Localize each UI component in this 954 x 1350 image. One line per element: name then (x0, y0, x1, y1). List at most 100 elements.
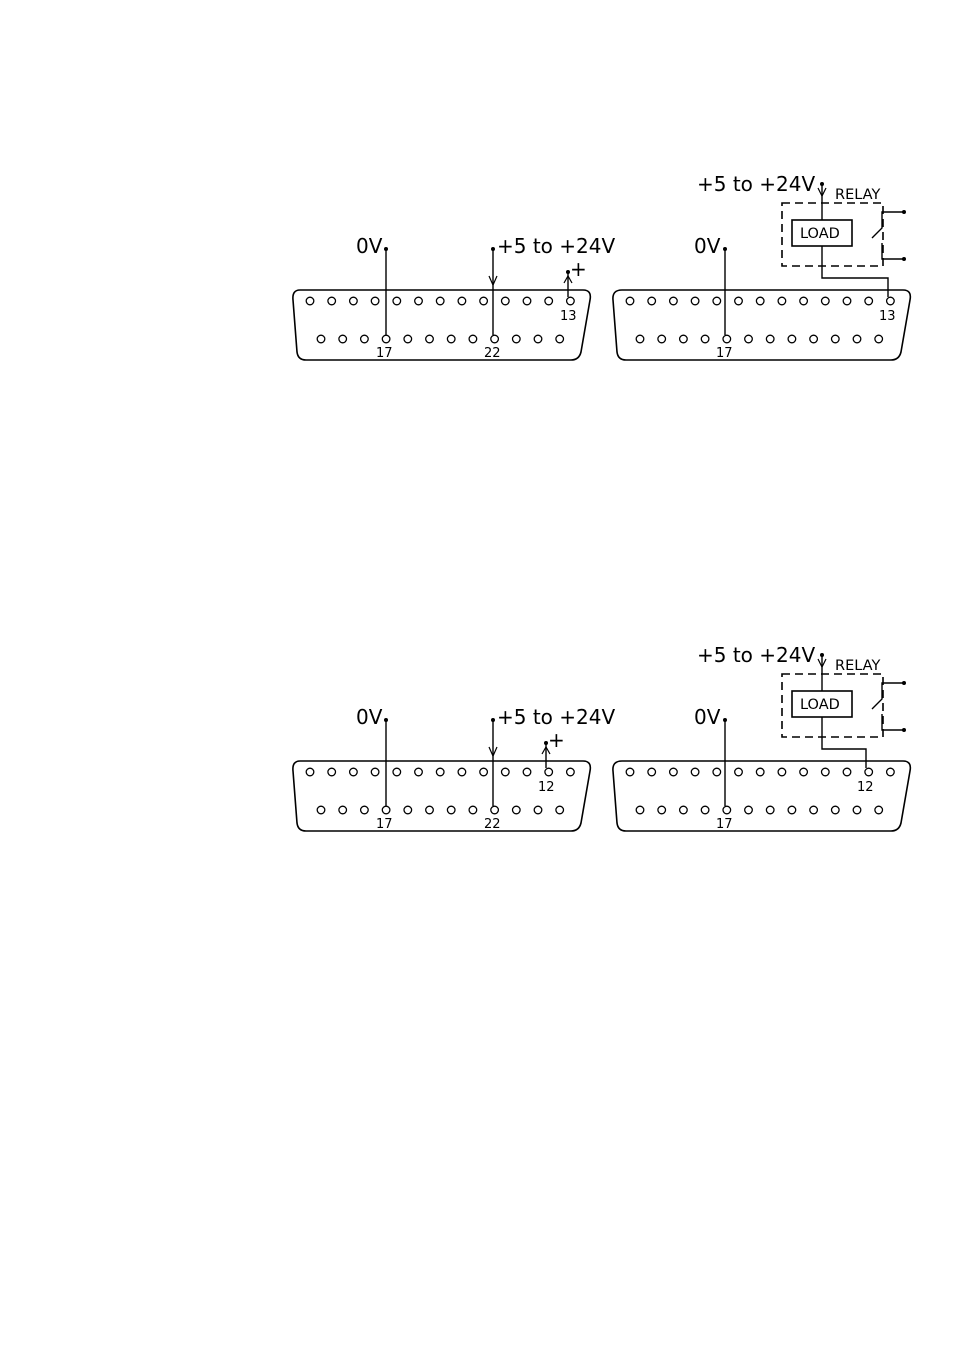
connector-pin (788, 806, 796, 814)
connector-pin (382, 335, 390, 343)
connector-pin (713, 768, 721, 776)
connector-pin (480, 768, 488, 776)
pin-row-top (626, 297, 894, 305)
connector-pin (317, 806, 325, 814)
connector-pin (636, 335, 644, 343)
connector-pin (658, 335, 666, 343)
connector-pin (626, 297, 634, 305)
connector-pin (865, 768, 873, 776)
connector-pin (691, 297, 699, 305)
connector-pin (723, 335, 731, 343)
connector-pin (853, 335, 861, 343)
connector-pin (382, 806, 390, 814)
connector-pin (648, 768, 656, 776)
connector-pin (745, 806, 753, 814)
zero-v-label: 0V (356, 234, 383, 258)
supply-label: +5 to +24V (697, 172, 815, 196)
connector-pin (670, 297, 678, 305)
connector-pin (534, 806, 542, 814)
connector-left-2: 0V +5 to +24V + 12 17 22 (293, 705, 616, 832)
diagram-2: 0V +5 to +24V + 12 17 22 0V +5 to +24V R… (293, 643, 910, 832)
connector-pin (371, 297, 379, 305)
connector-pin (766, 335, 774, 343)
connector-pin (766, 806, 774, 814)
connector-pin (371, 768, 379, 776)
connector-pin (745, 335, 753, 343)
relay-label: RELAY (835, 187, 880, 203)
connector-pin (328, 297, 336, 305)
connector-pin (713, 297, 721, 305)
connector-pin (513, 335, 521, 343)
pin-label-supply: 22 (484, 817, 501, 832)
connector-pin (339, 335, 347, 343)
connector-pin (701, 335, 709, 343)
plus-label: + (570, 257, 587, 281)
connector-pin (523, 768, 531, 776)
zero-v-label: 0V (694, 234, 721, 258)
pin-row-bottom (317, 806, 563, 814)
connector-pin (735, 297, 743, 305)
connector-pin (680, 335, 688, 343)
pin-row-top (306, 297, 574, 305)
pin-row-bottom (317, 335, 563, 343)
pin-label-output: 12 (857, 780, 874, 795)
pin-row-bottom (636, 806, 882, 814)
connector-pin (865, 297, 873, 305)
connector-pin (723, 806, 731, 814)
connector-pin (556, 335, 564, 343)
connector-pin (415, 297, 423, 305)
connector-pin (778, 297, 786, 305)
connector-pin (843, 297, 851, 305)
connector-pin (822, 768, 830, 776)
supply-label: +5 to +24V (697, 643, 815, 667)
relay-contact (872, 683, 904, 709)
connector-pin (670, 768, 678, 776)
connector-pin (567, 297, 575, 305)
diagram-1: 0V +5 to +24V + 13 17 22 0V +5 to +24V R… (293, 172, 910, 361)
connector-pin (447, 806, 455, 814)
pin-label-ground: 17 (376, 817, 393, 832)
connector-pin (545, 768, 553, 776)
connector-pin (756, 768, 764, 776)
connector-right-1: 0V +5 to +24V RELAY LOAD 13 17 (613, 172, 910, 361)
connector-pin (393, 768, 401, 776)
connector-pin (328, 768, 336, 776)
connector-pin (513, 806, 521, 814)
connector-pin (636, 806, 644, 814)
connector-pin (350, 297, 358, 305)
connector-pin (502, 768, 510, 776)
connector-pin (853, 806, 861, 814)
connector-pin (415, 768, 423, 776)
zero-v-label: 0V (694, 705, 721, 729)
connector-pin (339, 806, 347, 814)
connector-pin (404, 335, 412, 343)
plus-label: + (548, 728, 565, 752)
connector-pin (404, 806, 412, 814)
pin-row-top (306, 768, 574, 776)
supply-label: +5 to +24V (497, 234, 615, 258)
connector-left-1: 0V +5 to +24V + 13 17 22 (293, 234, 616, 361)
connector-pin (735, 768, 743, 776)
connector-pin (701, 806, 709, 814)
pin-label-ground: 17 (716, 346, 733, 361)
connector-pin (523, 297, 531, 305)
connector-pin (800, 297, 808, 305)
connector-pin (469, 335, 477, 343)
connector-pin (691, 768, 699, 776)
pin-label-output: 12 (538, 780, 555, 795)
connector-pin (887, 297, 895, 305)
pin-label-output: 13 (879, 309, 896, 324)
connector-pin (658, 806, 666, 814)
pin-label-supply: 22 (484, 346, 501, 361)
connector-pin (306, 297, 314, 305)
connector-pin (491, 335, 499, 343)
connector-pin (306, 768, 314, 776)
connector-pin (756, 297, 764, 305)
supply-label: +5 to +24V (497, 705, 615, 729)
connector-pin (436, 297, 444, 305)
connector-pin (393, 297, 401, 305)
connector-pin (887, 768, 895, 776)
connector-pin (810, 335, 818, 343)
connector-pin (788, 335, 796, 343)
pin-row-bottom (636, 335, 882, 343)
